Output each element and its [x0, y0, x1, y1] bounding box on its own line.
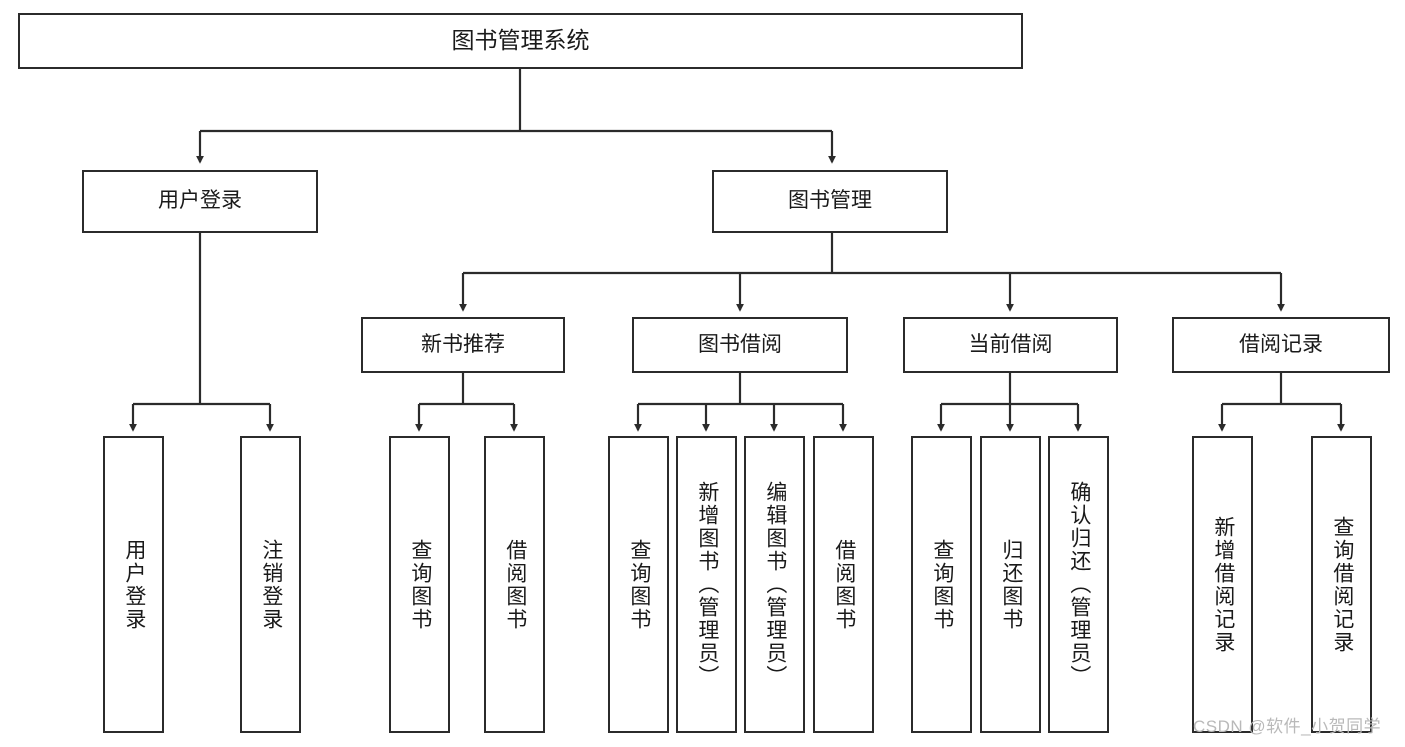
node-label: 注销登录: [259, 538, 283, 631]
node-label: 新书推荐: [421, 332, 505, 356]
node-user-login[interactable]: 用户登录: [82, 170, 318, 233]
node-book-borrow[interactable]: 图书借阅: [632, 317, 848, 373]
node-label: 编辑图书（管理员）: [763, 481, 787, 688]
node-label: 图书管理系统: [451, 27, 590, 54]
node-label: 借阅图书: [832, 538, 856, 631]
leaf-edit-book-admin[interactable]: 编辑图书（管理员）: [744, 436, 805, 733]
node-book-management[interactable]: 图书管理: [712, 170, 948, 233]
node-label: 借阅记录: [1239, 332, 1323, 356]
leaf-confirm-return-admin[interactable]: 确认归还（管理员）: [1048, 436, 1109, 733]
leaf-query-book-current[interactable]: 查询图书: [911, 436, 972, 733]
leaf-add-book-admin[interactable]: 新增图书（管理员）: [676, 436, 737, 733]
leaf-borrow-book[interactable]: 借阅图书: [813, 436, 874, 733]
leaf-query-book-borrow[interactable]: 查询图书: [608, 436, 669, 733]
node-label: 当前借阅: [968, 332, 1053, 356]
node-label: 图书管理: [788, 189, 872, 213]
leaf-query-book-recommend[interactable]: 查询图书: [389, 436, 450, 733]
leaf-return-book[interactable]: 归还图书: [980, 436, 1041, 733]
node-label: 归还图书: [999, 538, 1023, 631]
node-label: 查询借阅记录: [1330, 515, 1354, 654]
leaf-logout-login[interactable]: 注销登录: [240, 436, 301, 733]
leaf-query-borrow-record[interactable]: 查询借阅记录: [1311, 436, 1372, 733]
node-borrow-record[interactable]: 借阅记录: [1172, 317, 1390, 373]
node-label: 查询图书: [408, 538, 432, 631]
node-root-library-system[interactable]: 图书管理系统: [18, 13, 1023, 69]
node-current-borrow[interactable]: 当前借阅: [903, 317, 1118, 373]
node-label: 查询图书: [627, 538, 651, 631]
node-label: 图书借阅: [698, 332, 782, 356]
leaf-add-borrow-record[interactable]: 新增借阅记录: [1192, 436, 1253, 733]
node-new-book-recommend[interactable]: 新书推荐: [361, 317, 565, 373]
watermark-text: CSDN @软件_小贺同学: [1193, 717, 1382, 736]
node-label: 查询图书: [930, 538, 954, 631]
node-label: 借阅图书: [503, 538, 527, 631]
leaf-borrow-book-recommend[interactable]: 借阅图书: [484, 436, 545, 733]
node-label: 新增借阅记录: [1211, 515, 1235, 654]
leaf-user-login[interactable]: 用户登录: [103, 436, 164, 733]
node-label: 新增图书（管理员）: [695, 481, 719, 688]
node-label: 确认归还（管理员）: [1067, 481, 1091, 688]
node-label: 用户登录: [122, 538, 146, 631]
node-label: 用户登录: [158, 189, 242, 213]
